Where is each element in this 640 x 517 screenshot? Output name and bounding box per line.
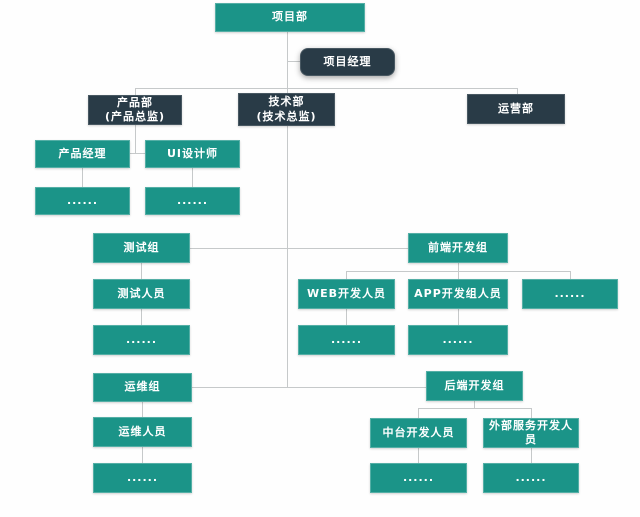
connector-test-frontend-row — [190, 248, 408, 249]
connector-drop-midplatform — [418, 408, 419, 418]
node-testers: 测试人员 — [93, 279, 190, 309]
connector-test-testers — [141, 263, 142, 279]
connector-testers-more — [141, 309, 142, 325]
node-product-manager-more: ...... — [35, 187, 130, 215]
connector-ui-more — [192, 168, 193, 187]
connector-drop-frontend-more — [570, 271, 571, 279]
node-midplatform-more: ...... — [370, 463, 467, 493]
connector-ops-backend-row — [192, 387, 426, 388]
node-testing-group: 测试组 — [93, 233, 190, 263]
connector-backend-dist-row — [418, 408, 531, 409]
node-operations-dept: 运营部 — [467, 94, 565, 124]
node-external-devs: 外部服务开发人员 — [483, 418, 579, 448]
node-external-more: ...... — [483, 463, 579, 493]
connector-drop-tech-dept — [287, 88, 288, 93]
connector-pm-more — [82, 168, 83, 187]
connector-ext-more — [531, 448, 532, 463]
connector-dept-row — [135, 88, 517, 89]
connector-drop-web — [346, 271, 347, 279]
connector-pm-ui-link — [130, 153, 145, 154]
node-product-dept: 产品部 (产品总监) — [88, 95, 182, 125]
node-ui-designer-more: ...... — [145, 187, 240, 215]
node-project-manager: 项目经理 — [300, 48, 395, 76]
connector-drop-operations-dept — [517, 88, 518, 94]
connector-product-dept-down — [135, 125, 136, 153]
connector-drop-product-dept — [135, 88, 136, 95]
node-project-dept: 项目部 — [215, 3, 365, 32]
node-app-devs: APP开发组人员 — [408, 279, 508, 309]
node-web-devs: WEB开发人员 — [298, 279, 395, 309]
node-testers-more: ...... — [93, 325, 190, 355]
node-web-devs-more: ...... — [298, 325, 395, 355]
node-tech-dept: 技术部 (技术总监) — [238, 93, 335, 126]
node-ops-more: ...... — [93, 463, 192, 493]
connector-app-more — [458, 309, 459, 325]
node-frontend-group: 前端开发组 — [408, 233, 508, 263]
node-backend-group: 后端开发组 — [426, 371, 523, 401]
connector-backend-down — [474, 401, 475, 408]
connector-web-more — [346, 309, 347, 325]
node-ops-group: 运维组 — [93, 373, 192, 402]
connector-ops-staff — [142, 402, 143, 417]
node-frontend-more: ...... — [522, 279, 618, 309]
node-product-manager: 产品经理 — [35, 140, 130, 168]
connector-frontend-dist-row — [346, 271, 570, 272]
node-midplatform-devs: 中台开发人员 — [370, 418, 467, 448]
connector-project-manager-stub — [287, 61, 300, 62]
node-ui-designer: UI设计师 — [145, 140, 240, 168]
connector-drop-external — [531, 408, 532, 418]
node-ops-staff: 运维人员 — [93, 417, 192, 447]
connector-tech-trunk — [287, 126, 288, 387]
connector-opsstaff-more — [142, 447, 143, 463]
connector-mid-more — [418, 448, 419, 463]
node-app-devs-more: ...... — [408, 325, 508, 355]
connector-trunk-top — [287, 32, 288, 88]
